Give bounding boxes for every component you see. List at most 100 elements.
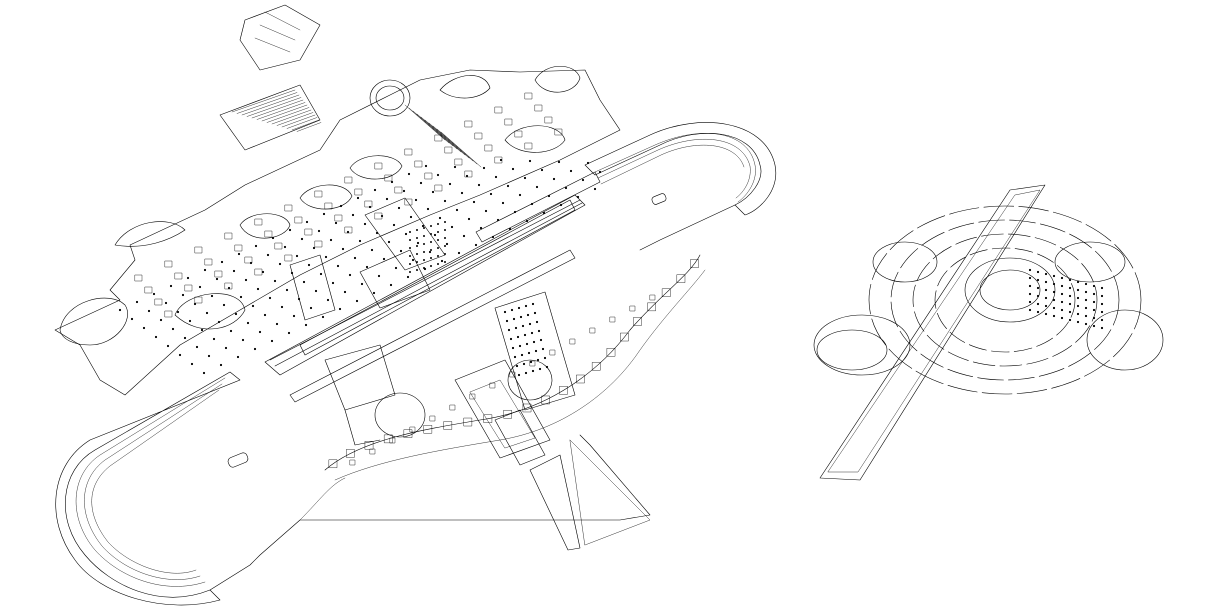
column-dot: [237, 252, 241, 256]
column-dot: [1092, 284, 1096, 288]
column-dot: [1028, 292, 1032, 296]
column-dot: [360, 282, 364, 286]
column-dot: [397, 206, 401, 210]
column-dot: [402, 189, 406, 193]
column-dot: [392, 223, 396, 227]
column-dot: [529, 360, 533, 364]
arena-notch: [463, 417, 473, 427]
arena-notch: [328, 459, 338, 468]
column-dot: [514, 326, 518, 330]
column-dot: [1100, 310, 1104, 314]
pavilion-square: [274, 242, 283, 250]
column-dot: [130, 317, 134, 321]
hatch-line: [404, 104, 446, 141]
column-dot: [516, 335, 520, 339]
column-dot: [507, 328, 511, 332]
column-dot: [531, 369, 535, 373]
column-dot: [521, 324, 525, 328]
pavilion-grid: [134, 92, 563, 318]
column-dot: [421, 224, 425, 228]
column-dot: [437, 231, 439, 233]
pavilion-square: [484, 144, 493, 152]
arena-notch: [576, 374, 585, 384]
column-dot: [511, 167, 515, 171]
column-dot: [520, 353, 524, 357]
column-dot: [462, 234, 466, 238]
column-dot: [450, 225, 454, 229]
arena-pier: [629, 305, 636, 312]
column-dot: [190, 362, 194, 366]
column-dot: [355, 299, 359, 303]
column-dot: [1060, 308, 1064, 312]
stadium-oval: [55, 122, 777, 606]
column-dot: [353, 256, 357, 260]
exedra: [349, 155, 403, 180]
column-dot: [1044, 272, 1048, 276]
pavilion-square: [354, 188, 363, 196]
inner-core-2: [979, 269, 1041, 311]
column-dot: [220, 260, 224, 264]
column-dot: [409, 255, 411, 257]
column-dot: [437, 239, 439, 241]
column-dot: [1100, 286, 1104, 290]
column-dot: [517, 306, 521, 310]
column-dot: [474, 243, 478, 247]
pavilion-square: [224, 232, 233, 240]
column-dot: [414, 198, 418, 202]
column-dot: [532, 340, 536, 344]
column-dot: [1092, 292, 1096, 296]
column-dot: [166, 344, 170, 348]
hatch-line: [286, 117, 318, 129]
arena-notch: [364, 441, 374, 450]
pavilion-square: [204, 258, 213, 266]
column-dot: [443, 199, 447, 203]
column-dot: [154, 335, 158, 339]
arena-notch: [592, 362, 601, 371]
column-dot: [346, 230, 350, 234]
column-dot: [278, 262, 282, 266]
column-dot: [205, 311, 209, 315]
column-dot: [256, 287, 260, 291]
arena-pier: [349, 459, 356, 466]
circle-ring: [890, 219, 1120, 381]
column-dot: [1084, 314, 1088, 318]
column-dot: [1052, 298, 1056, 302]
pavilion-square: [184, 284, 193, 292]
hatch-line: [271, 109, 312, 125]
pavilion-square: [434, 134, 443, 142]
pavilion-square: [464, 120, 473, 128]
arena-notch: [690, 259, 699, 268]
column-dot: [302, 280, 306, 284]
pavilion-square: [524, 142, 533, 150]
column-dot: [317, 229, 321, 233]
pavilion-square: [424, 172, 433, 180]
column-dot: [1076, 280, 1080, 284]
hatch-line: [440, 131, 482, 168]
hatch-line: [408, 107, 450, 144]
column-dot: [202, 371, 206, 375]
column-dot: [1076, 288, 1080, 292]
pavilion-square: [534, 104, 543, 112]
column-dot: [1068, 302, 1072, 306]
hatch-line: [412, 110, 454, 147]
column-dot: [319, 272, 323, 276]
column-dot: [509, 337, 513, 341]
column-dot: [372, 291, 376, 295]
circle-ring: [912, 233, 1098, 367]
pavilion-square: [494, 156, 503, 164]
column-dot: [409, 263, 411, 265]
column-dot: [511, 346, 515, 350]
column-dot: [1084, 298, 1088, 302]
column-dot: [407, 172, 411, 176]
column-dot: [309, 306, 313, 310]
column-dot: [526, 313, 530, 317]
hatch-line: [241, 94, 300, 116]
column-dot: [537, 329, 541, 333]
column-dot: [430, 265, 432, 267]
column-dot: [404, 232, 408, 236]
column-dot: [200, 328, 204, 332]
arena-notch: [662, 288, 671, 297]
pavilion-square: [334, 214, 343, 222]
column-dot: [534, 349, 538, 353]
arena-pier: [569, 338, 576, 345]
